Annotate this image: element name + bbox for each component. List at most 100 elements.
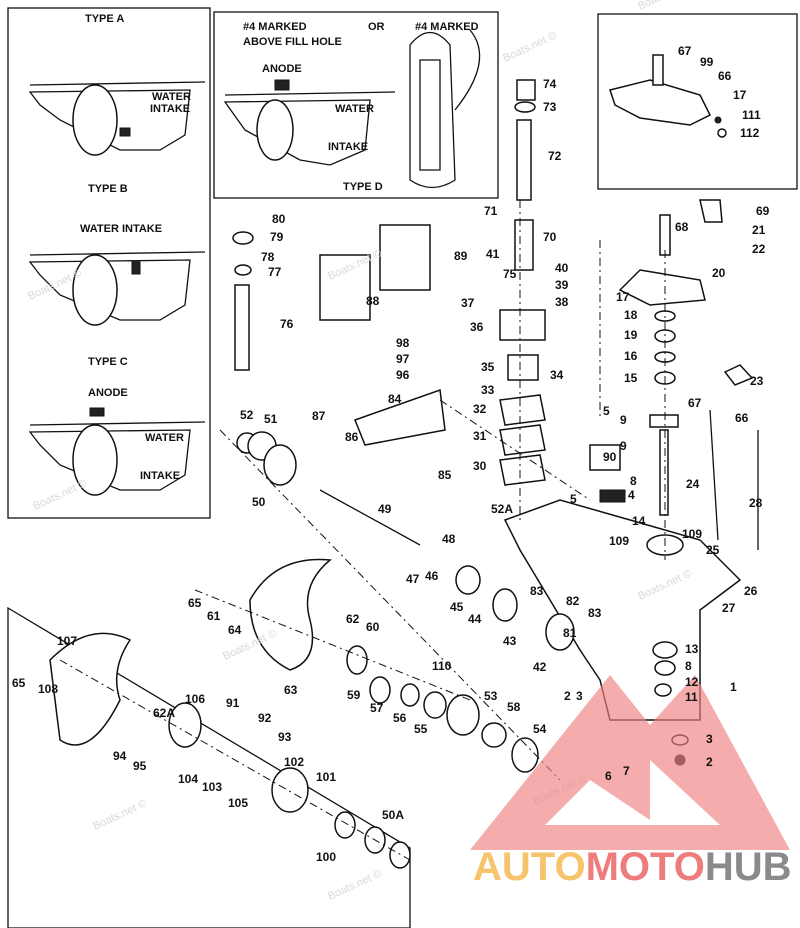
part-label: 8 [630, 474, 637, 488]
part-label: 72 [548, 149, 562, 163]
part-label: 76 [280, 317, 294, 331]
part-label: 86 [345, 430, 359, 444]
part-label: 47 [406, 572, 420, 586]
part-label: 96 [396, 368, 410, 382]
part-label: 83 [530, 584, 544, 598]
part-label: 64 [228, 623, 242, 637]
part-label: 54 [533, 722, 547, 736]
part-label: 16 [624, 349, 638, 363]
part-label: 70 [543, 230, 557, 244]
part-label: 52 [240, 408, 254, 422]
part-label: 35 [481, 360, 495, 374]
part-label: 74 [543, 77, 557, 91]
caption-type-d: TYPE D [343, 181, 383, 193]
part-label: 67 [678, 44, 692, 58]
part-label: 111 [742, 108, 761, 122]
part-label: 26 [744, 584, 758, 598]
caption-water: WATER [335, 103, 374, 115]
part-label: 84 [388, 392, 402, 406]
part-label: 13 [685, 642, 699, 656]
part-label: 28 [749, 496, 763, 510]
part-label: 81 [563, 626, 577, 640]
part-label: 97 [396, 352, 410, 366]
logo-moto: MOTO [586, 845, 705, 889]
part-label: 90 [603, 450, 617, 464]
part-label: 107 [57, 634, 77, 648]
part-label: 25 [706, 543, 720, 557]
automotohub-logo: AUTOMOTOHUB [470, 675, 792, 889]
part-label: 33 [481, 383, 495, 397]
part-label: 38 [555, 295, 569, 309]
part-label: 41 [486, 247, 500, 261]
part-label: 9 [620, 413, 627, 427]
part-label: 62A [153, 706, 175, 720]
caption-anode: ANODE [262, 63, 302, 75]
part-label: 37 [461, 296, 475, 310]
panel-type-d [213, 11, 499, 199]
part-label: 93 [278, 730, 292, 744]
part-label: 50A [382, 808, 404, 822]
caption-type-a: TYPE A [85, 13, 124, 25]
part-label: 94 [113, 749, 127, 763]
part-label: 15 [624, 371, 638, 385]
watermark: Boats.net © [31, 477, 88, 512]
part-label: 43 [503, 634, 517, 648]
part-label: 52A [491, 502, 513, 516]
part-label: 109 [609, 534, 629, 548]
part-label: 102 [284, 755, 304, 769]
part-label: 67 [688, 396, 702, 410]
part-label: 7 [623, 764, 630, 778]
part-label: 85 [438, 468, 452, 482]
watermark: Boats.net © [636, 0, 693, 13]
caption-type-b: TYPE B [88, 183, 128, 195]
part-label: 66 [718, 69, 732, 83]
part-label: 68 [675, 220, 689, 234]
assembly-centerlines [59, 200, 666, 861]
part-label: 109 [682, 527, 702, 541]
watermark: Boats.net © [501, 29, 558, 64]
part-label: 17 [616, 290, 630, 304]
caption-intake: INTAKE [328, 141, 368, 153]
part-label: 71 [484, 204, 498, 218]
part-label: 103 [202, 780, 222, 794]
part-label: 12 [685, 675, 699, 689]
part-label: 88 [366, 294, 380, 308]
part-label: 69 [756, 204, 770, 218]
caption-intake: INTAKE [150, 103, 190, 115]
part-label: 57 [370, 701, 384, 715]
part-label: 95 [133, 759, 147, 773]
part-label: 78 [261, 250, 275, 264]
part-label: 55 [414, 722, 428, 736]
part-label: 46 [425, 569, 439, 583]
part-label: 42 [533, 660, 547, 674]
part-label: 14 [632, 514, 646, 528]
panel-propeller [7, 606, 411, 928]
caption-type-c: TYPE C [88, 356, 128, 368]
part-label: 100 [316, 850, 336, 864]
part-label: 59 [347, 688, 361, 702]
part-label: 31 [473, 429, 487, 443]
part-label: 5 [570, 492, 577, 506]
part-label: 63 [284, 683, 298, 697]
shift-assembly-inset [609, 54, 727, 138]
part-label: 108 [38, 682, 58, 696]
part-label: 105 [228, 796, 248, 810]
part-label: 91 [226, 696, 240, 710]
lower-unit-sketches [28, 29, 481, 496]
caption-or: OR [368, 21, 385, 33]
part-label: 92 [258, 711, 272, 725]
part-label: 61 [207, 609, 221, 623]
part-label: 3 [576, 689, 583, 703]
part-label: 4 [628, 488, 635, 502]
part-label: 62 [346, 612, 360, 626]
part-label: 104 [178, 772, 198, 786]
part-label: 11 [685, 690, 698, 704]
part-label: 89 [454, 249, 468, 263]
part-label: 1 [730, 680, 737, 694]
part-label: 75 [503, 267, 517, 281]
caption-water: WATER [145, 432, 184, 444]
part-label: 24 [686, 477, 700, 491]
caption-marked: #4 MARKED [415, 21, 479, 33]
part-label: 82 [566, 594, 580, 608]
part-label: 65 [12, 676, 26, 690]
